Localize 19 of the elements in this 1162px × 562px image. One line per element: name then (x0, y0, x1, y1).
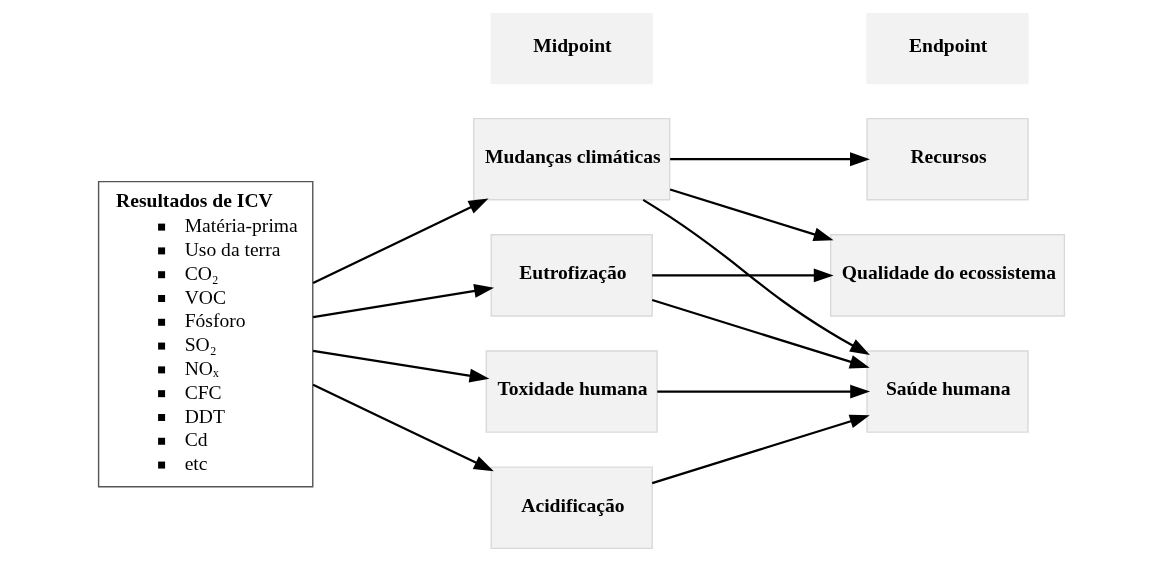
arrow (651, 414, 870, 485)
node-box: Eutrofização (490, 234, 653, 317)
arrow (651, 268, 834, 283)
arrow (312, 284, 494, 319)
arrow (656, 384, 870, 399)
arrow (312, 349, 489, 383)
arrow (651, 298, 870, 369)
arrow (669, 152, 870, 167)
node-box: Mudanças climáticas (472, 117, 670, 201)
node-box: Recursos (865, 117, 1029, 201)
node-box: Saúde humana (865, 350, 1029, 433)
node-box: Acidificação (490, 466, 653, 550)
arrow (642, 198, 870, 355)
node-box: Qualidade do ecossistema (829, 234, 1065, 317)
arrow (312, 383, 494, 472)
arrow (669, 188, 834, 242)
node-box: Toxidade humana (485, 350, 658, 433)
node-box: Resultados de ICV Matéria-prima Uso da terra CO₂ VOC Fósforo SO₂ NOₓ CFC DDT Cd etc (97, 180, 313, 488)
arrow (312, 198, 489, 285)
